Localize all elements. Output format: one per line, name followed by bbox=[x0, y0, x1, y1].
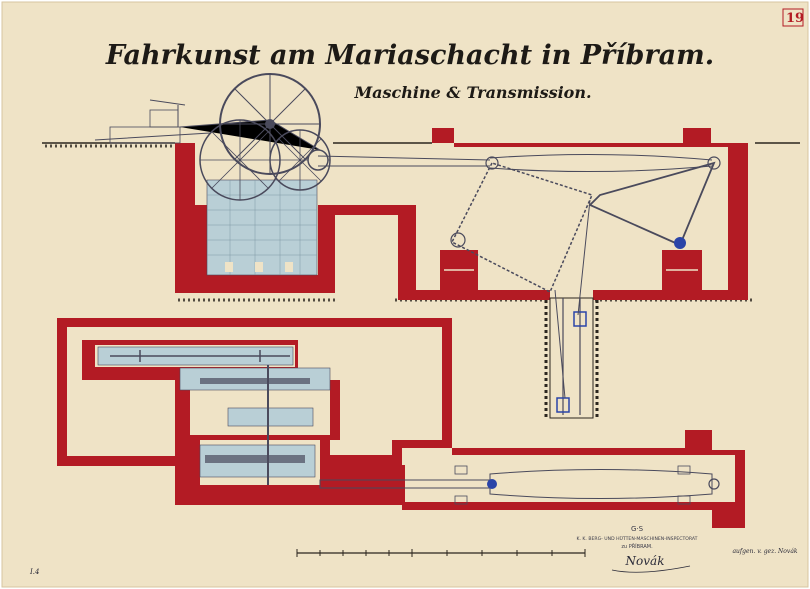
shaft-rod-shoe-left bbox=[556, 397, 570, 413]
plan-bearing-3 bbox=[677, 465, 691, 475]
transmission-chamber-wall-left bbox=[398, 205, 416, 300]
stamp-line-2: zu PŘÍBRAM. bbox=[621, 542, 653, 550]
plan-bearing-1 bbox=[454, 465, 468, 475]
shaft-wall-hatch bbox=[544, 300, 599, 418]
engine-foundation-block bbox=[206, 179, 318, 276]
mid-wall bbox=[333, 205, 398, 215]
plan-lower-gear bbox=[205, 455, 305, 463]
foundation-bolt-1 bbox=[225, 262, 233, 272]
engine-pit-wall-left bbox=[175, 143, 187, 293]
plan-view bbox=[57, 318, 745, 528]
main-connecting-rod bbox=[317, 155, 491, 167]
bell-crank-right bbox=[588, 161, 716, 247]
foundation-bolt-2 bbox=[255, 262, 263, 272]
foundation-coursing bbox=[207, 180, 317, 275]
transmission-chamber-wall-right bbox=[728, 143, 748, 300]
plan-pin-left bbox=[487, 479, 497, 489]
plan-bearing-2 bbox=[454, 495, 468, 505]
engine-pit-wall-right bbox=[323, 205, 335, 293]
gear-wheel-right-spokes bbox=[270, 130, 330, 190]
foundation-bolt-3 bbox=[285, 262, 293, 272]
transmission-chamber-floor-left bbox=[398, 290, 550, 300]
pinion bbox=[307, 149, 329, 171]
shaft-rod-shoe-right bbox=[573, 311, 587, 327]
beam-pin-left bbox=[485, 156, 499, 170]
bell-crank-left-pivot bbox=[450, 232, 466, 248]
drawing-subtitle: Maschine & Transmission. bbox=[353, 83, 591, 102]
plan-long-beam bbox=[489, 469, 713, 499]
corner-label: I.4 bbox=[29, 568, 39, 576]
steam-pipe bbox=[149, 99, 186, 127]
stamp-line-1: K. K. BERG- UND HÜTTEN-MASCHINEN-INSPECT… bbox=[576, 535, 697, 542]
plan-foundation-gear bbox=[227, 407, 314, 427]
horizontal-beam bbox=[489, 153, 713, 173]
signature: Novák bbox=[625, 554, 665, 568]
author-note: aufgen. v. gez. Novák bbox=[732, 548, 797, 555]
flywheel-large-spokes bbox=[220, 74, 320, 174]
engine-pit-floor bbox=[175, 275, 335, 293]
roof-beam bbox=[454, 143, 728, 147]
transmission-chamber-floor-right bbox=[593, 290, 748, 300]
plan-pin-right bbox=[708, 478, 720, 490]
sheet-number-box bbox=[782, 8, 804, 27]
shaft-rods bbox=[562, 298, 581, 415]
plan-crankshaft bbox=[110, 350, 290, 362]
drawing-title: Fahrkunst am Mariaschacht in Příbram. bbox=[105, 40, 714, 71]
rod-to-shaft bbox=[554, 199, 591, 399]
transmission-chamber-top-right bbox=[683, 128, 711, 143]
mine-shaft bbox=[549, 297, 594, 419]
elevation-view bbox=[42, 73, 800, 419]
stamp-mark: G·S bbox=[631, 525, 644, 533]
sheet-number: 19 bbox=[786, 11, 804, 26]
signature-flourish bbox=[611, 565, 691, 573]
scale-bar bbox=[296, 549, 586, 557]
earth-hatching bbox=[45, 144, 755, 302]
plan-gear-rack bbox=[200, 378, 310, 384]
plan-bearing-4 bbox=[677, 495, 691, 505]
transmission-chamber-top-left bbox=[432, 128, 454, 143]
beam-pin-right bbox=[707, 156, 721, 170]
plan-transmission-gallery bbox=[405, 455, 735, 502]
gear-wheel-left-spokes bbox=[200, 120, 280, 200]
inspectorate-stamp: G·S K. K. BERG- UND HÜTTEN-MASCHINEN-INS… bbox=[576, 525, 698, 573]
bell-crank-right-pivot bbox=[674, 237, 686, 249]
